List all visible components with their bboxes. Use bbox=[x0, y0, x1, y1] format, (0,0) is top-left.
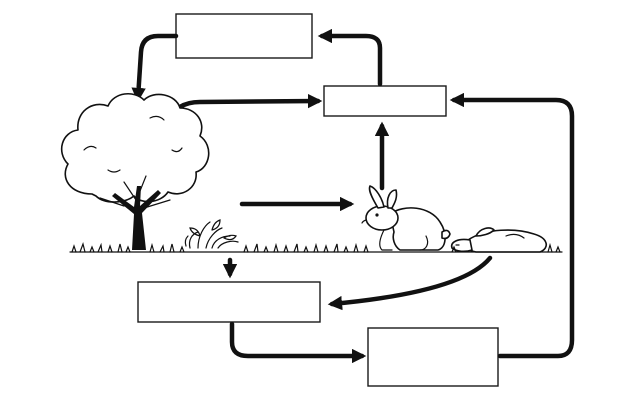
box-bottom-right bbox=[367, 327, 499, 387]
box-lower-left bbox=[137, 281, 321, 323]
arrow-lower-box-to-bottom-box bbox=[229, 321, 367, 364]
tree-icon bbox=[60, 93, 210, 250]
arrow-top-box-to-tree bbox=[131, 33, 179, 103]
shrub-icon bbox=[184, 219, 239, 249]
arrow-middle-box-to-top-box bbox=[317, 28, 383, 87]
rabbit-icon bbox=[361, 185, 451, 251]
arrow-bottom-box-to-middle-box bbox=[449, 92, 575, 359]
dead-rabbit-icon bbox=[450, 227, 547, 253]
grass-ground bbox=[69, 241, 563, 253]
arrow-dead-rabbit-to-lower-box bbox=[327, 255, 493, 311]
box-upper-middle bbox=[323, 85, 447, 117]
box-top bbox=[175, 13, 313, 59]
